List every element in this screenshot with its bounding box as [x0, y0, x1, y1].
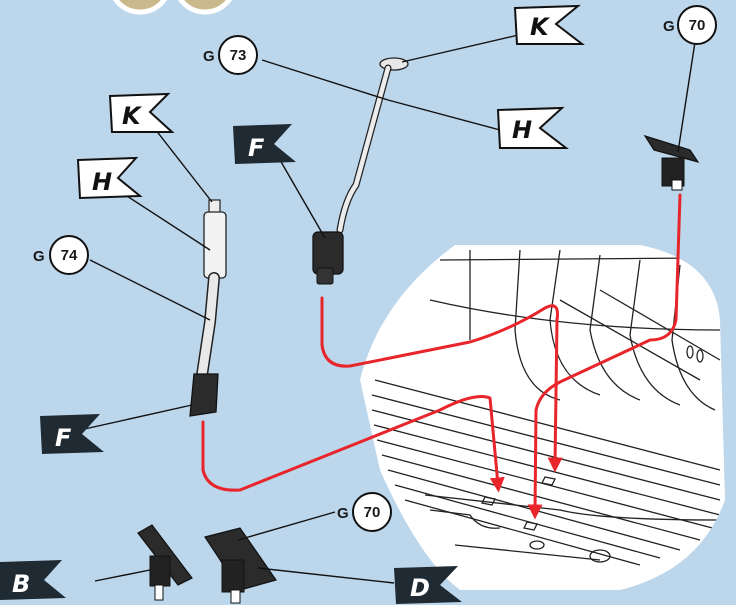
flag-f-lower: F — [40, 414, 104, 454]
callout-g70-top-prefix: G — [663, 18, 675, 35]
callout-g74: G 74 — [33, 236, 88, 274]
flag-f-upper-label: F — [248, 134, 265, 162]
callout-g70-bottom-number: 70 — [364, 504, 381, 521]
flag-f-upper: F — [233, 124, 296, 164]
callout-g74-prefix: G — [33, 248, 45, 265]
flag-k-left-label: K — [122, 102, 143, 130]
flag-b-bottom-label: B — [12, 570, 30, 598]
base-tray — [360, 245, 725, 590]
callout-g73: G 73 — [203, 36, 257, 74]
top-partial-circles — [110, 0, 235, 12]
part-g74-rod — [190, 200, 226, 416]
callout-g74-number: 74 — [61, 247, 78, 264]
callout-g73-prefix: G — [203, 48, 215, 65]
callout-g70-top-number: 70 — [689, 17, 706, 34]
flag-h-right-label: H — [512, 116, 532, 144]
flag-k-left: K — [110, 94, 172, 132]
flag-d-bottom-label: D — [410, 574, 430, 602]
callout-g70-bottom-prefix: G — [337, 505, 349, 522]
flag-h-right: H — [498, 108, 566, 148]
flag-d-bottom: D — [394, 566, 462, 604]
flag-b-bottom: B — [0, 560, 66, 600]
flag-h-left-label: H — [92, 168, 112, 196]
flag-k-top: K — [515, 6, 582, 44]
part-b-connector — [138, 525, 192, 600]
callout-g70-bottom: G 70 — [337, 493, 391, 531]
flag-f-lower-label: F — [55, 424, 72, 452]
part-g70-top — [645, 136, 698, 190]
callout-g73-number: 73 — [230, 47, 247, 64]
flag-k-top-label: K — [530, 13, 551, 41]
callout-g70-top: G 70 — [663, 6, 716, 44]
flag-h-left: H — [78, 158, 140, 198]
